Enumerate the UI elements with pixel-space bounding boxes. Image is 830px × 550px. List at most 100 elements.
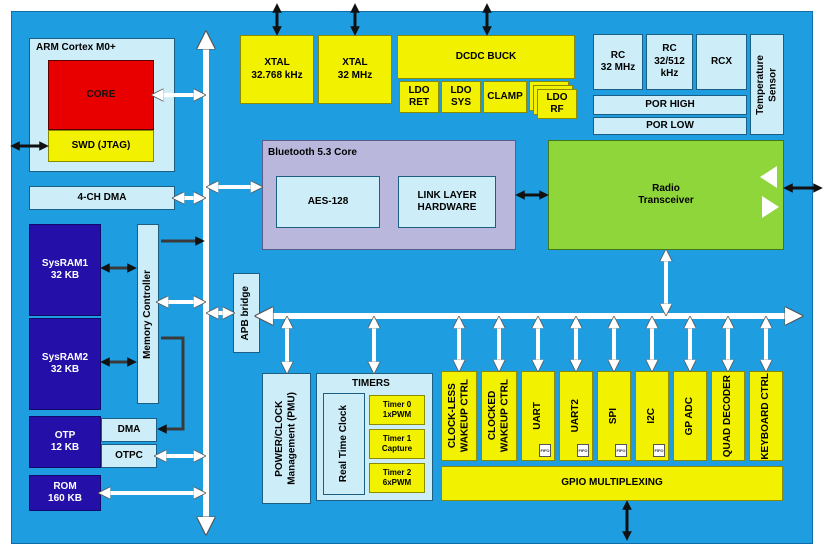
pmu-line2: Management (PMU) [286, 392, 298, 485]
uart-label: UART [531, 402, 543, 430]
ldo-rf-line2: RF [550, 104, 564, 115]
dcdc-label: DCDC BUCK [455, 50, 517, 62]
sysram1-name: SysRAM1 [41, 257, 89, 269]
xtal1-name: XTAL [264, 57, 290, 68]
gpadc-label: GP ADC [683, 396, 695, 436]
rc1-name: RC [610, 49, 626, 61]
quad-decoder-block: QUAD DECODER [711, 371, 745, 461]
ldo-sys-line2: SYS [450, 97, 471, 108]
gpio-mux-label: GPIO MULTIPLEXING [561, 477, 663, 489]
otp-name: OTP [54, 429, 76, 441]
otp-size: 12 KB [50, 442, 80, 453]
ldo-rf-line1: LDO [546, 91, 568, 103]
rc1-freq: 32 MHz [600, 62, 636, 73]
clocked-line2: WAKEUP CTRL [499, 379, 510, 453]
bluetooth-core-title: Bluetooth 5.3 Core [268, 147, 357, 158]
i2c-fifo: FIFO [653, 444, 665, 457]
memory-controller-block: Memory Controller [137, 224, 159, 404]
spi-label: SPI [607, 407, 619, 425]
core-label: CORE [86, 88, 116, 100]
dcdc-block: DCDC BUCK [397, 35, 575, 79]
rc2-freq-1: 32/512 [654, 55, 685, 67]
clamp-label: CLAMP [487, 90, 523, 102]
ldo-sys-line1: LDO [450, 84, 472, 96]
xtal2-name: XTAL [342, 57, 368, 68]
ldo-ret-line1: LDO [408, 84, 430, 96]
gpadc-block: GP ADC [673, 371, 707, 461]
timer0-line2: 1xPWM [382, 410, 412, 419]
aes-label: AES-128 [307, 195, 349, 207]
radio-line2: Transceiver [638, 195, 694, 206]
sysram2-name: SysRAM2 [41, 351, 89, 363]
por-high-block: POR HIGH [593, 95, 747, 115]
dma4-label: 4-CH DMA [77, 191, 127, 203]
radio-line1: Radio [652, 182, 680, 194]
link-layer-line1: LINK LAYER [417, 189, 477, 201]
swd-label: SWD (JTAG) [71, 139, 131, 151]
rc2-name: RC [662, 43, 677, 55]
core-block: CORE [48, 60, 154, 130]
timer2-line2: 6xPWM [382, 478, 412, 487]
rcx-block: RCX [696, 34, 747, 90]
dma-block: DMA [101, 418, 157, 442]
rtc-block: Real Time Clock [323, 393, 365, 495]
xtal2-freq: 32 MHz [337, 69, 373, 81]
dma4-block: 4-CH DMA [29, 186, 175, 210]
arm-cortex-title: ARM Cortex M0+ [36, 42, 116, 53]
por-high-label: POR HIGH [645, 98, 695, 110]
clamp-block: CLAMP [483, 81, 527, 113]
rtc-label: Real Time Clock [337, 405, 349, 483]
keyboard-ctrl-label: KEYBOARD CTRL [759, 372, 771, 460]
xtal1-freq: 32.768 kHz [251, 69, 303, 81]
memory-controller-label: Memory Controller [141, 269, 153, 359]
link-layer-line2: HARDWARE [417, 202, 477, 213]
timer2-line1: Timer 2 [382, 468, 412, 477]
sysram2-size: 32 KB [50, 364, 80, 375]
otpc-block: OTPC [101, 444, 157, 468]
spi-block: SPI FIFO [597, 371, 631, 461]
temp-sensor-line2: Sensor [767, 67, 778, 102]
uart2-label: UART2 [569, 399, 581, 433]
radio-tx-triangle-icon [760, 166, 777, 188]
rom-size: 160 KB [48, 493, 82, 504]
clockless-line2: WAKEUP CTRL [459, 379, 470, 453]
por-low-label: POR LOW [646, 119, 694, 131]
uart2-fifo: FIFO [577, 444, 589, 457]
i2c-block: I2C FIFO [635, 371, 669, 461]
timer0-line1: Timer 0 [382, 400, 412, 409]
sysram1-size: 32 KB [50, 270, 80, 281]
gpio-mux-block: GPIO MULTIPLEXING [441, 466, 783, 501]
timer1-line2: Capture [381, 444, 413, 453]
apb-bridge-block: APB bridge [233, 273, 260, 353]
pmu-line1: POWER/CLOCK [274, 400, 285, 477]
keyboard-ctrl-block: KEYBOARD CTRL [749, 371, 783, 461]
uart-block: UART FIFO [521, 371, 555, 461]
por-low-block: POR LOW [593, 117, 747, 135]
rcx-label: RCX [710, 55, 733, 67]
aes-block: AES-128 [276, 176, 380, 228]
spi-fifo: FIFO [615, 444, 627, 457]
clockless-line1: CLOCK-LESS [446, 383, 458, 449]
i2c-label: I2C [645, 408, 657, 424]
radio-rx-triangle-icon [762, 196, 779, 218]
rc2-freq-2: kHz [660, 68, 679, 80]
temp-sensor-line1: Temperature [754, 54, 766, 115]
uart-fifo: FIFO [539, 444, 551, 457]
